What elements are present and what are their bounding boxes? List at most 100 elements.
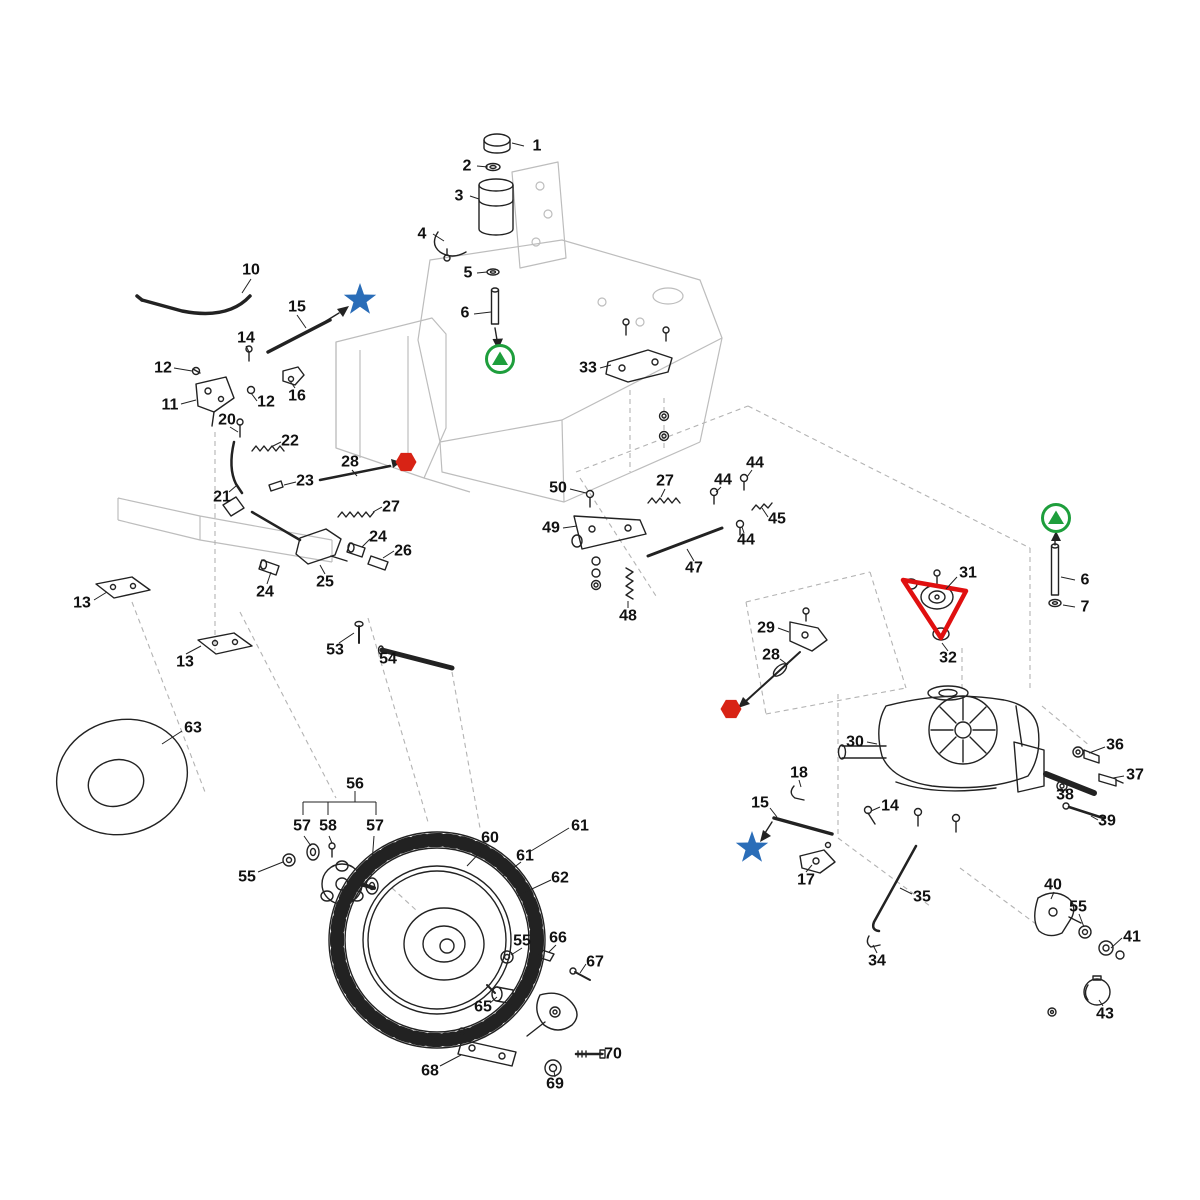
part-label-33: 33 xyxy=(579,360,597,377)
leader-lines xyxy=(93,142,1125,1078)
part-label-55: 55 xyxy=(238,869,256,886)
arrow-upright-icon xyxy=(337,306,349,317)
part-label-10: 10 xyxy=(242,262,260,279)
drive-belt-highlight xyxy=(900,577,969,641)
part-label-47: 47 xyxy=(685,560,703,577)
part-label-12: 12 xyxy=(154,360,172,377)
green-triangle-marker xyxy=(1041,503,1071,533)
left-control-assembly xyxy=(95,294,455,671)
chassis-faint-outline xyxy=(117,161,723,563)
red-hexagon-marker xyxy=(720,699,742,719)
wheel-and-hub-assembly xyxy=(55,718,606,1077)
part-label-28: 28 xyxy=(341,454,359,471)
part-label-28: 28 xyxy=(762,647,780,664)
part-label-4: 4 xyxy=(418,226,427,243)
part-label-57: 57 xyxy=(366,818,384,835)
part-label-27: 27 xyxy=(656,473,674,490)
part-label-55: 55 xyxy=(1069,899,1087,916)
part-label-21: 21 xyxy=(213,489,231,506)
part-label-35: 35 xyxy=(913,889,931,906)
part-label-54: 54 xyxy=(379,651,397,668)
blue-star-marker xyxy=(343,283,377,314)
part-label-58: 58 xyxy=(319,818,337,835)
part-label-57: 57 xyxy=(293,818,311,835)
part-label-17: 17 xyxy=(797,872,815,889)
reservoir-assembly xyxy=(433,133,514,341)
part-label-2: 2 xyxy=(463,158,472,175)
part-label-12: 12 xyxy=(257,394,275,411)
part-label-48: 48 xyxy=(619,608,637,625)
part-label-41: 41 xyxy=(1123,929,1141,946)
part-label-43: 43 xyxy=(1096,1006,1114,1023)
part-label-32: 32 xyxy=(939,650,957,667)
part-label-39: 39 xyxy=(1098,813,1116,830)
blue-star-marker xyxy=(735,831,769,862)
part-label-27: 27 xyxy=(382,499,400,516)
part-label-45: 45 xyxy=(768,511,786,528)
part-label-50: 50 xyxy=(549,480,567,497)
part-label-66: 66 xyxy=(549,930,567,947)
part-label-24: 24 xyxy=(369,529,387,546)
arrow-downleft-icon xyxy=(760,830,771,842)
part-label-22: 22 xyxy=(281,433,299,450)
part-label-23: 23 xyxy=(296,473,314,490)
part-label-24: 24 xyxy=(256,584,274,601)
part-label-67: 67 xyxy=(586,954,604,971)
part-label-56: 56 xyxy=(346,776,364,793)
part-label-16: 16 xyxy=(288,388,306,405)
part-label-63: 63 xyxy=(184,720,202,737)
part-label-11: 11 xyxy=(162,397,179,414)
part-label-61: 61 xyxy=(516,848,534,865)
part-label-44: 44 xyxy=(737,532,755,549)
part-label-44: 44 xyxy=(746,455,764,472)
rear-axle-parts-group xyxy=(1034,892,1125,1017)
part-label-25: 25 xyxy=(316,574,334,591)
part-label-26: 26 xyxy=(394,543,412,560)
transmission-assembly xyxy=(764,685,1097,948)
part-label-18: 18 xyxy=(790,765,808,782)
part-label-69: 69 xyxy=(546,1076,564,1093)
part-label-20: 20 xyxy=(218,412,236,429)
arrow-downleft-icon xyxy=(738,697,750,708)
part-label-14: 14 xyxy=(881,798,899,815)
part-label-44: 44 xyxy=(714,472,732,489)
part-label-68: 68 xyxy=(421,1063,439,1080)
part-label-55: 55 xyxy=(513,933,531,950)
part-label-37: 37 xyxy=(1126,767,1144,784)
part-label-62: 62 xyxy=(551,870,569,887)
part-label-29: 29 xyxy=(757,620,775,637)
part-label-6: 6 xyxy=(461,305,470,322)
red-hexagon-marker xyxy=(395,452,417,472)
part-label-65: 65 xyxy=(474,999,492,1016)
part-label-3: 3 xyxy=(455,188,464,205)
part-label-36: 36 xyxy=(1106,737,1124,754)
arrow-up-icon xyxy=(1051,531,1061,541)
part-label-7: 7 xyxy=(1081,599,1090,616)
part-label-40: 40 xyxy=(1044,877,1062,894)
construction-dashed-lines xyxy=(131,390,1091,925)
part-label-30: 30 xyxy=(846,734,864,751)
green-triangle-marker xyxy=(485,344,515,374)
part-label-14: 14 xyxy=(237,330,255,347)
part-label-13: 13 xyxy=(176,654,194,671)
part-label-60: 60 xyxy=(481,830,499,847)
part-label-49: 49 xyxy=(542,520,560,537)
part-label-13: 13 xyxy=(73,595,91,612)
part-label-1: 1 xyxy=(533,138,542,155)
part-label-53: 53 xyxy=(326,642,344,659)
part-label-31: 31 xyxy=(959,565,977,582)
right-fittings-group xyxy=(1048,539,1124,820)
part-label-34: 34 xyxy=(868,953,886,970)
part-label-6: 6 xyxy=(1081,572,1090,589)
part-label-70: 70 xyxy=(604,1046,622,1063)
frame-mount-bracket-33 xyxy=(605,318,673,442)
reference-markers xyxy=(343,283,1071,862)
part-label-38: 38 xyxy=(1056,787,1074,804)
part-label-61: 61 xyxy=(571,818,589,835)
part-label-15: 15 xyxy=(288,299,306,316)
part-label-5: 5 xyxy=(464,265,473,282)
part-label-15: 15 xyxy=(751,795,769,812)
